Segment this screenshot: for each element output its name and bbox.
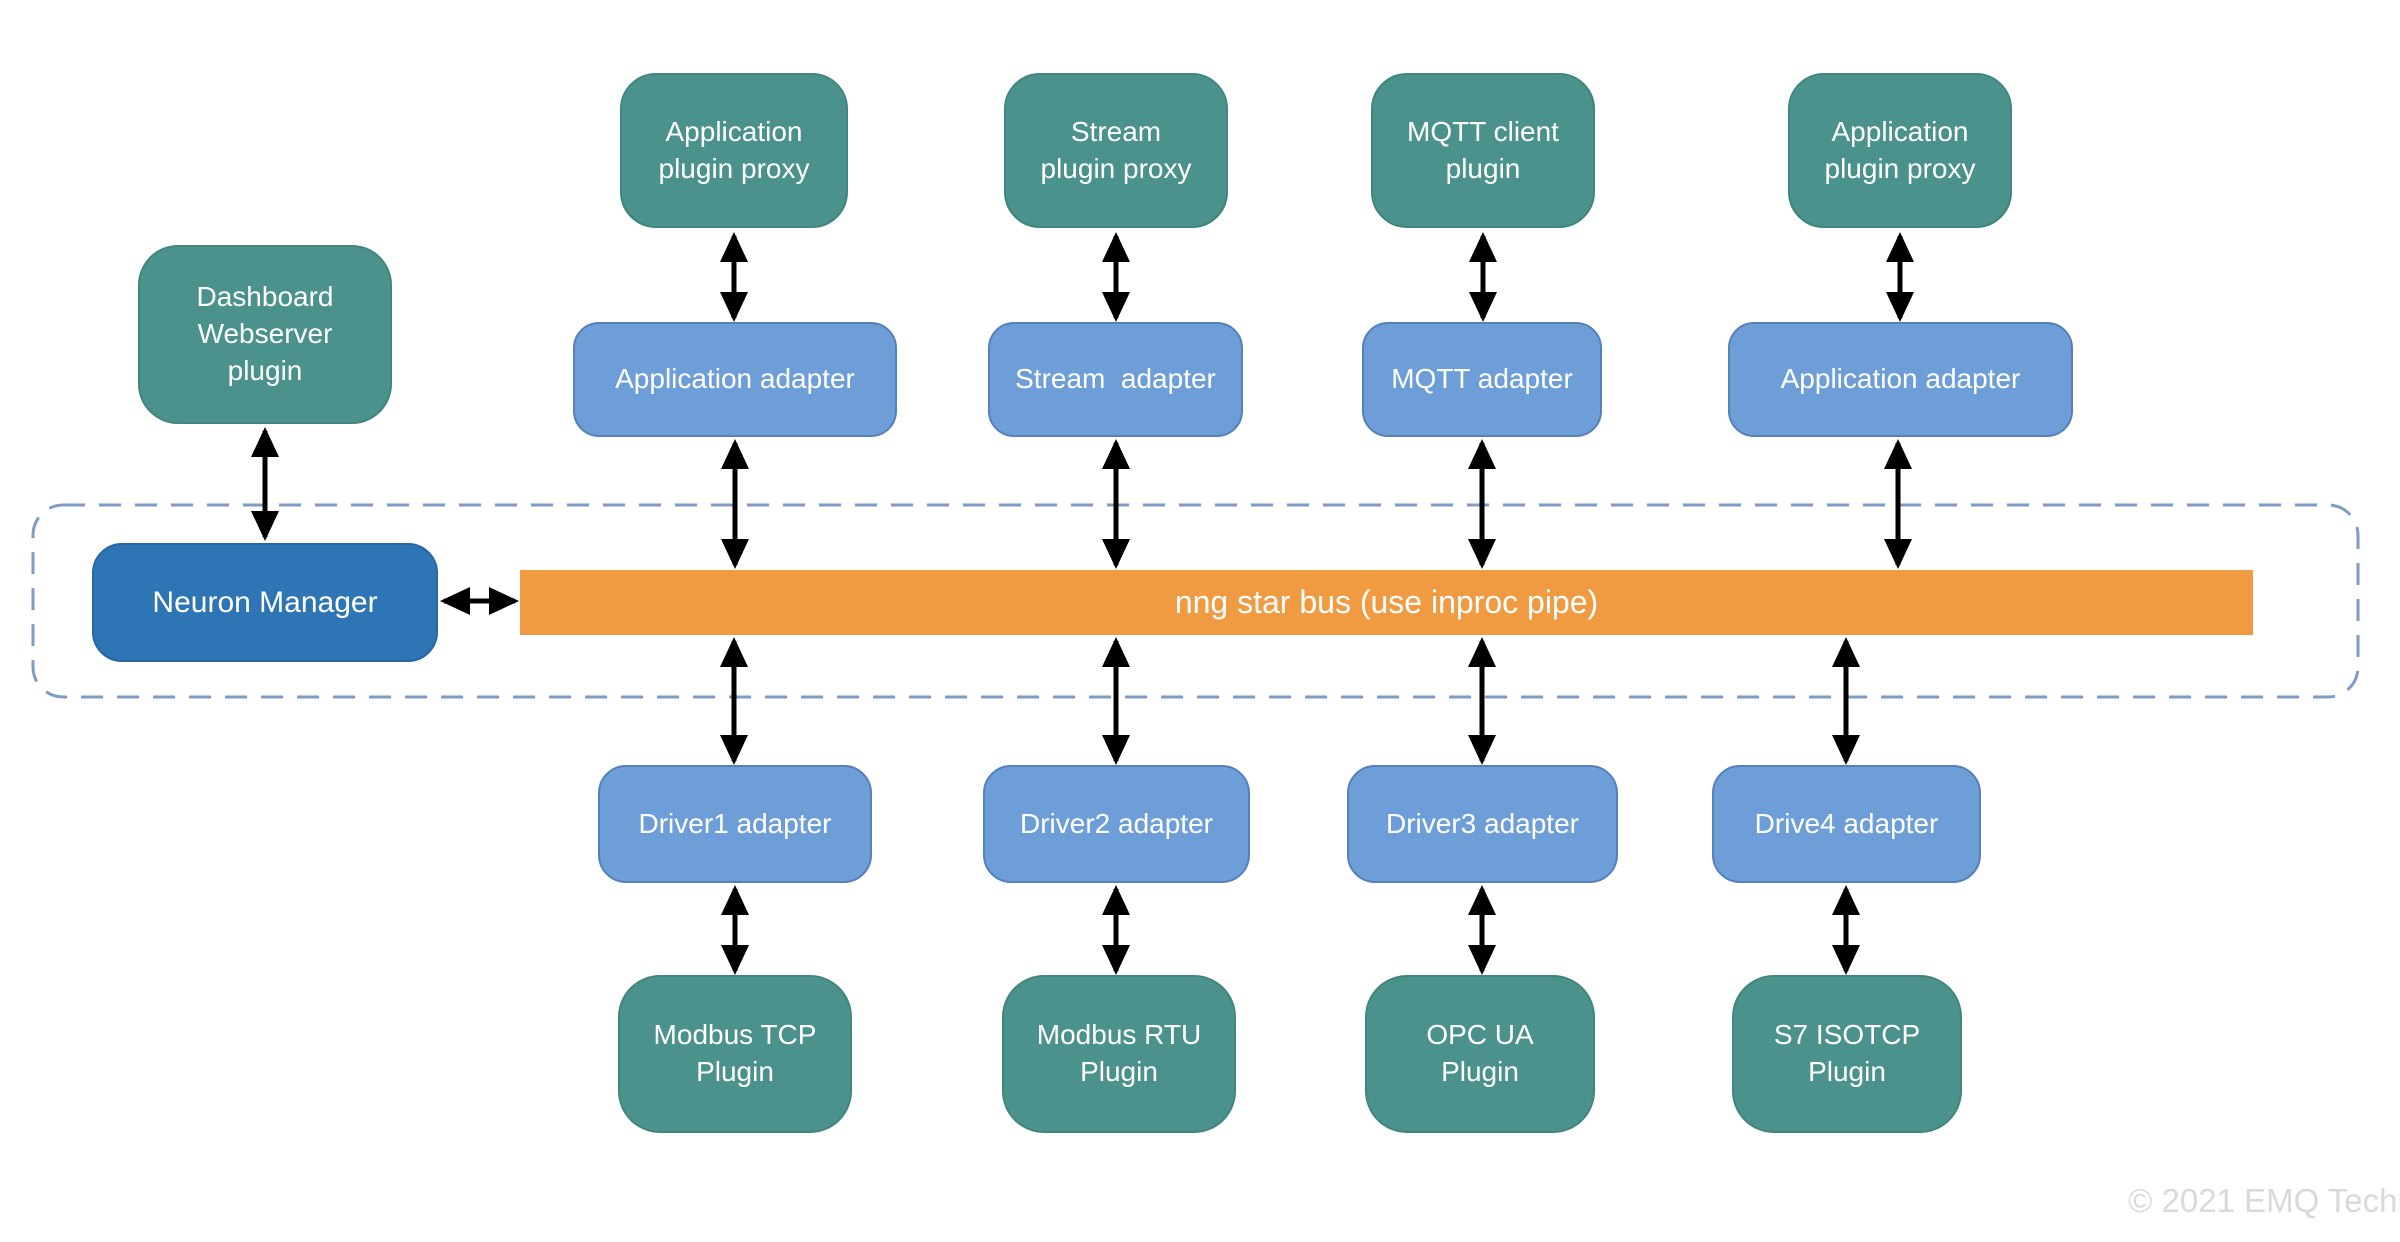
node-application-plugin-proxy-2: Application plugin proxy [1788,73,2012,228]
node-application-adapter-1: Application adapter [573,322,897,437]
node-dashboard-webserver-plugin: Dashboard Webserver plugin [138,245,392,424]
node-stream-adapter: Stream adapter [988,322,1243,437]
node-driver3-adapter: Driver3 adapter [1347,765,1618,883]
node-drive4-adapter: Drive4 adapter [1712,765,1981,883]
node-driver2-adapter: Driver2 adapter [983,765,1250,883]
copyright-watermark: © 2021 EMQ Techn [2128,1182,2400,1219]
node-s7-isotcp-plugin: S7 ISOTCP Plugin [1732,975,1962,1133]
nng-star-bus-bar: nng star bus (use inproc pipe) [520,570,2253,635]
node-driver1-adapter: Driver1 adapter [598,765,872,883]
node-stream-plugin-proxy: Stream plugin proxy [1004,73,1228,228]
node-opc-ua-plugin: OPC UA Plugin [1365,975,1595,1133]
node-mqtt-adapter: MQTT adapter [1362,322,1602,437]
node-application-adapter-2: Application adapter [1728,322,2073,437]
node-mqtt-client-plugin: MQTT client plugin [1371,73,1595,228]
node-modbus-rtu-plugin: Modbus RTU Plugin [1002,975,1236,1133]
node-modbus-tcp-plugin: Modbus TCP Plugin [618,975,852,1133]
node-application-plugin-proxy-1: Application plugin proxy [620,73,848,228]
node-neuron-manager: Neuron Manager [92,543,438,662]
